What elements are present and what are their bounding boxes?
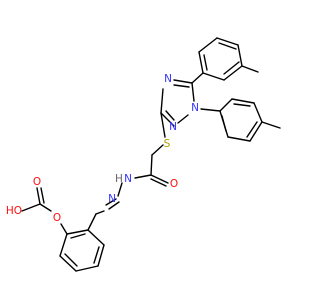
atom-n1: N (164, 73, 172, 85)
atom-labels: N N N S N H N O O O HO (6, 73, 199, 224)
atom-s: S (164, 138, 171, 150)
atom-n2: N (169, 121, 177, 133)
atom-h-amide: H (115, 173, 123, 185)
atom-o-ether: O (53, 212, 61, 224)
atom-o-acid: O (33, 176, 41, 188)
atom-n-imine: N (108, 193, 116, 205)
atom-n-amide: N (124, 173, 132, 185)
atom-n3: N (191, 102, 199, 114)
atom-ho-acid: HO (6, 205, 22, 217)
atom-o-carbonyl: O (170, 178, 178, 190)
bond-lines (21, 37, 281, 272)
molecule-structure: N N N S N H N O O O HO (6, 37, 281, 272)
